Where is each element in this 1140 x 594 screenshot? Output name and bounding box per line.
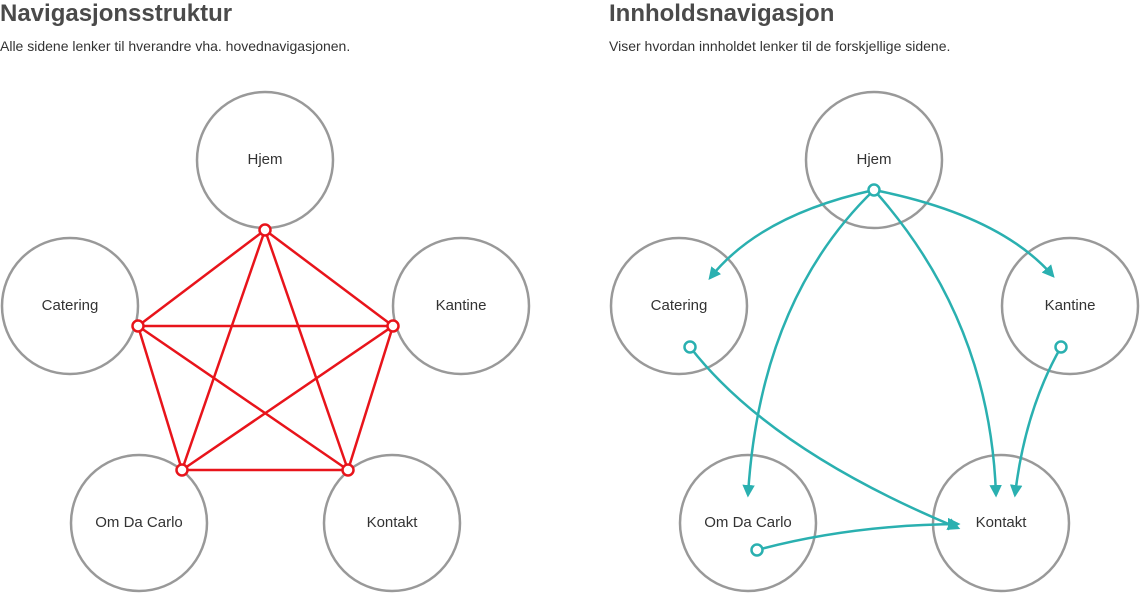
arrow-hjem-to-kontakt	[873, 189, 1002, 498]
right-node-om-da-carlo-label: Om Da Carlo	[704, 514, 792, 531]
arrow-catering-to-kontakt	[689, 346, 961, 530]
left-links	[136, 229, 395, 472]
right-node-kontakt: Kontakt	[931, 453, 1071, 593]
arrow-hjem-to-catering	[708, 188, 875, 280]
right-node-hjem-label: Hjem	[856, 151, 891, 168]
right-node-kontakt-label: Kontakt	[976, 514, 1028, 531]
left-node-om-da-carlo: Om Da Carlo	[69, 453, 209, 593]
link-kantine-om-da-carlo	[181, 324, 394, 472]
left-node-kontakt-label: Kontakt	[367, 514, 419, 531]
right-node-kontakt-circle	[931, 453, 1071, 593]
right-node-kantine-circle	[1000, 236, 1140, 376]
right-origin-dot-hjem	[867, 183, 881, 197]
link-kantine-kontakt	[346, 325, 395, 471]
link-hjem-om-da-carlo	[180, 229, 267, 471]
right-origin-dot-om-da-carlo	[750, 543, 764, 557]
left-link-dot-catering	[131, 319, 145, 333]
right-origin-dot-kantine	[1054, 340, 1068, 354]
left-node-hjem: Hjem	[195, 90, 335, 230]
right-node-kantine: Kantine	[1000, 236, 1140, 376]
left-node-catering-label: Catering	[42, 297, 99, 314]
left-node-kantine-circle	[391, 236, 531, 376]
arrow-hjem-to-om-da-carlo	[742, 189, 875, 498]
left-node-kantine-label: Kantine	[436, 297, 487, 314]
link-catering-om-da-carlo	[136, 325, 184, 471]
right-node-hjem: Hjem	[804, 90, 944, 230]
right-node-om-da-carlo-circle	[678, 453, 818, 593]
arrow-kantine-to-kontakt	[1009, 346, 1063, 498]
left-node-om-da-carlo-label: Om Da Carlo	[95, 514, 183, 531]
left-link-dot-om-da-carlo	[175, 463, 189, 477]
left-link-nodes	[131, 223, 400, 477]
right-panel-subtitle: Viser hvordan innholdet lenker til de fo…	[609, 38, 951, 54]
link-hjem-kantine	[264, 229, 394, 327]
left-node-catering-circle	[0, 236, 140, 376]
left-diagram: Hjem Catering Kantine Om Da Carlo Kontak…	[0, 90, 531, 593]
right-node-catering-label: Catering	[651, 297, 708, 314]
right-node-om-da-carlo: Om Da Carlo	[678, 453, 818, 593]
left-node-catering: Catering	[0, 236, 140, 376]
right-node-kantine-label: Kantine	[1045, 297, 1096, 314]
right-panel-title: Innholdsnavigasjon	[609, 0, 835, 27]
left-link-dot-hjem	[258, 223, 272, 237]
left-link-dot-kontakt	[341, 463, 355, 477]
right-link-origins	[683, 183, 1068, 557]
left-node-hjem-label: Hjem	[247, 151, 282, 168]
arrow-hjem-to-kantine	[873, 188, 1055, 278]
left-node-kantine: Kantine	[391, 236, 531, 376]
link-catering-kontakt	[137, 324, 349, 472]
link-hjem-catering	[137, 229, 266, 327]
right-diagram: Hjem Catering Kantine Om Da Carlo Kontak…	[609, 90, 1140, 593]
left-node-om-da-carlo-circle	[69, 453, 209, 593]
left-panel-subtitle: Alle sidene lenker til hverandre vha. ho…	[0, 38, 351, 54]
arrow-om-da-carlo-to-kontakt	[756, 517, 961, 552]
left-node-kontakt: Kontakt	[322, 453, 462, 593]
left-panel-title: Navigasjonsstruktur	[0, 0, 233, 27]
link-hjem-kontakt	[263, 229, 350, 471]
right-origin-dot-catering	[683, 340, 697, 354]
left-node-kontakt-circle	[322, 453, 462, 593]
left-link-dot-kantine	[386, 319, 400, 333]
right-links	[689, 188, 1063, 552]
right-node-hjem-circle	[804, 90, 944, 230]
